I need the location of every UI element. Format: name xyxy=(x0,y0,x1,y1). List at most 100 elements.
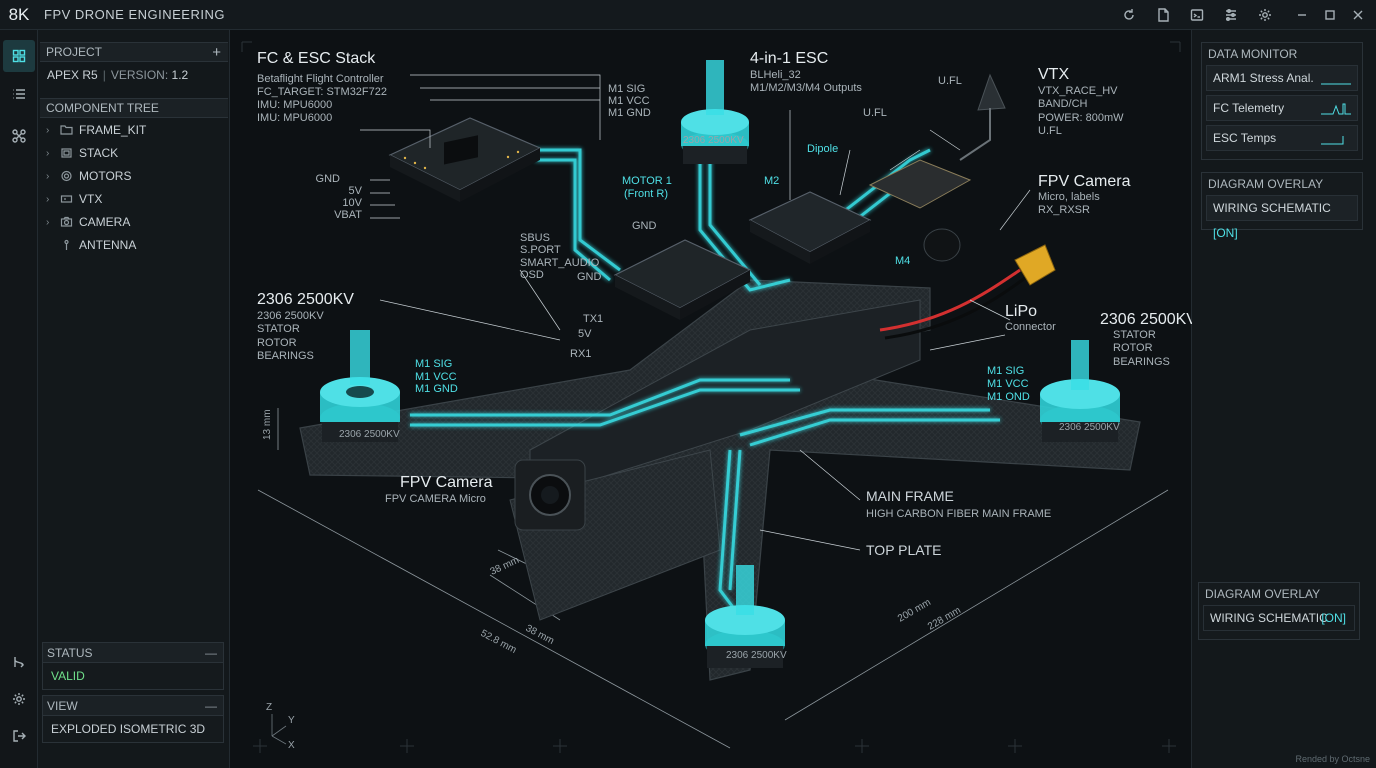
main-frame-sub: HIGH CARBON FIBER MAIN FRAME xyxy=(866,508,1051,520)
motor-fr-line-2: ROTOR xyxy=(1113,342,1153,354)
fpv-camera-front xyxy=(514,459,586,531)
fpv-camera-top-line-1: Micro, labels xyxy=(1038,191,1100,203)
dashboard-button[interactable] xyxy=(3,40,35,72)
dim-200mm: 200 mm xyxy=(896,597,933,625)
status-header: STATUS — xyxy=(43,643,223,663)
uart-pin-rx1: RX1 xyxy=(570,348,591,360)
uart-pin-5v: 5V xyxy=(578,328,592,340)
refresh-button[interactable] xyxy=(1118,4,1140,26)
gear-icon xyxy=(61,170,72,182)
document-button[interactable] xyxy=(1152,4,1174,26)
esc-line-1: BLHeli_32 xyxy=(750,69,801,81)
motor-fl-title: 2306 2500KV xyxy=(257,291,354,308)
add-project-button[interactable]: + xyxy=(212,44,221,61)
fc-line-2: FC_TARGET: STM32F722 xyxy=(257,86,387,98)
settings-nav-button[interactable] xyxy=(3,683,35,715)
tree-item-frame-kit[interactable]: › FRAME_KIT xyxy=(46,120,226,140)
left-panel: PROJECT + APEX R5|VERSION: 1.2 COMPONENT… xyxy=(38,30,230,768)
drone-icon xyxy=(12,129,26,143)
tree-item-label: VTX xyxy=(79,192,103,206)
dim-13mm: 13 mm xyxy=(262,409,273,440)
settings-button[interactable] xyxy=(1254,4,1276,26)
esc-board xyxy=(748,191,872,264)
fc-line-1: Betaflight Flight Controller xyxy=(257,73,384,85)
right-panel: DATA MONITOR ARM1 Stress Anal. FC Teleme… xyxy=(1192,30,1376,768)
axis-gizmo xyxy=(271,714,287,745)
rx-pin-smart-audio: SMART_AUDIO xyxy=(520,257,600,269)
tree-item-label: MOTORS xyxy=(79,169,132,183)
overlay-state: [ON] xyxy=(1213,226,1238,240)
esc-title: 4-in-1 ESC xyxy=(750,50,828,67)
minimize-icon xyxy=(1298,14,1306,16)
m4-label: M4 xyxy=(895,255,910,267)
monitor-row-fc-telemetry[interactable]: FC Telemetry xyxy=(1206,95,1358,121)
monitor-row-label: FC Telemetry xyxy=(1213,101,1285,115)
app-logo: 8K xyxy=(8,4,30,24)
component-tree-label: COMPONENT TREE xyxy=(46,101,159,115)
fc-line-3: IMU: MPU6000 xyxy=(257,99,332,111)
view-panel: VIEW — EXPLODED ISOMETRIC 3D xyxy=(42,695,224,743)
fpv-camera-top-line-2: RX_RXSR xyxy=(1038,204,1090,216)
wiring-schematic-toggle-secondary[interactable]: WIRING SCHEMATIC [ON] xyxy=(1203,605,1355,631)
right-motor-pin-sig: M1 SIG xyxy=(987,365,1024,377)
sliders-button[interactable] xyxy=(1220,4,1242,26)
motor1-label-1: MOTOR 1 xyxy=(622,175,672,187)
tree-item-camera[interactable]: › CAMERA xyxy=(46,212,226,232)
stack-board xyxy=(613,239,752,320)
overlay-label: WIRING SCHEMATIC xyxy=(1213,201,1331,215)
terminal-button[interactable] xyxy=(1186,4,1208,26)
fc-pin-m1-gnd: M1 GND xyxy=(608,107,651,119)
tree-item-antenna[interactable]: ANTENNA xyxy=(46,235,226,255)
diagram-canvas[interactable]: FC & ESC Stack Betaflight Flight Control… xyxy=(230,30,1192,768)
list-button[interactable] xyxy=(3,78,35,110)
tree-item-label: STACK xyxy=(79,146,119,160)
motor-fl-line-1: 2306 2500KV xyxy=(257,310,324,322)
view-header-label: VIEW xyxy=(47,699,78,713)
rx-pin-osd: OSD xyxy=(520,269,544,281)
maximize-button[interactable] xyxy=(1316,1,1344,29)
wiring-schematic-toggle[interactable]: WIRING SCHEMATIC [ON] xyxy=(1206,195,1358,240)
version-value: 1.2 xyxy=(171,68,189,82)
lipo-connector xyxy=(1014,244,1056,286)
red-power-leads xyxy=(879,268,1021,332)
settings-icon xyxy=(13,693,25,705)
project-header-label: PROJECT xyxy=(46,45,103,59)
git-branch-icon xyxy=(14,657,24,668)
status-collapse-button[interactable]: — xyxy=(205,646,217,660)
drone-diagram: FC & ESC Stack Betaflight Flight Control… xyxy=(241,41,1192,753)
ufl-label-2: U.FL xyxy=(938,75,962,87)
rx-pin-sport: S.PORT xyxy=(520,244,561,256)
git-branch-button[interactable] xyxy=(3,646,35,678)
logout-button[interactable] xyxy=(3,720,35,752)
close-button[interactable] xyxy=(1344,1,1372,29)
left-motor-pin-gnd: M1 GND xyxy=(415,383,458,395)
minimize-button[interactable] xyxy=(1288,1,1316,29)
vtx-line-2: BAND/CH xyxy=(1038,98,1088,110)
camera-icon xyxy=(60,216,73,227)
right-motor-pin-vcc: M1 VCC xyxy=(987,378,1029,390)
motor1-label-2: (Front R) xyxy=(624,188,668,200)
monitor-row-arm-stress[interactable]: ARM1 Stress Anal. xyxy=(1206,65,1358,91)
tree-item-vtx[interactable]: › VTX xyxy=(46,189,226,209)
vtx-line-3: POWER: 800mW xyxy=(1038,112,1124,124)
render-credit: Rended by Octsne xyxy=(1295,754,1370,764)
motor-fl-line-2: STATOR xyxy=(257,323,300,335)
folder-icon xyxy=(60,125,73,135)
uart-pin-tx1: TX1 xyxy=(583,313,603,325)
drone-button[interactable] xyxy=(3,120,35,152)
monitor-row-esc-temps[interactable]: ESC Temps xyxy=(1206,125,1358,151)
m2-label: M2 xyxy=(764,175,779,187)
refresh-icon xyxy=(1124,9,1134,20)
view-mode-selector[interactable]: EXPLODED ISOMETRIC 3D xyxy=(51,722,206,736)
dim-52mm: 52.8 mm xyxy=(479,628,519,656)
document-icon xyxy=(1158,8,1169,22)
tree-item-motors[interactable]: › MOTORS xyxy=(46,166,226,186)
diagram-overlay-panel-secondary: DIAGRAM OVERLAY WIRING SCHEMATIC [ON] xyxy=(1198,582,1360,640)
tree-item-stack[interactable]: › STACK xyxy=(46,143,226,163)
right-motor-pin-ond: M1 OND xyxy=(987,391,1030,403)
view-collapse-button[interactable]: — xyxy=(205,699,217,713)
left-motor-pin-vcc: M1 VCC xyxy=(415,371,457,383)
motor-rear-left xyxy=(705,565,785,668)
motor-stamp-fl: 2306 2500KV xyxy=(339,429,400,440)
tree-item-label: CAMERA xyxy=(79,215,131,229)
